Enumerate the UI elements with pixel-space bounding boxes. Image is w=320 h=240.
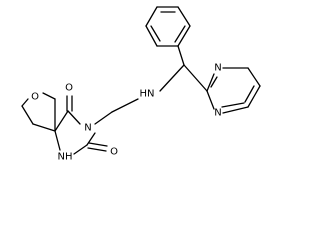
bond <box>86 132 96 146</box>
bond <box>94 111 113 125</box>
bond <box>67 110 81 125</box>
bond <box>177 6 191 27</box>
bond <box>21 98 29 107</box>
bond <box>221 102 245 108</box>
atom-n-pyrimidine-top: N <box>214 63 221 74</box>
atom-o-carbonyl-lower: O <box>110 147 118 158</box>
bond <box>21 105 34 125</box>
bond <box>247 67 261 87</box>
bond <box>145 6 158 27</box>
atom-n-pyrimidine-bottom: N <box>214 108 221 119</box>
atom-o-ring: O <box>31 92 39 103</box>
bond <box>88 142 108 147</box>
bond <box>145 25 158 47</box>
bond <box>206 73 215 92</box>
atom-n-imide: N <box>84 123 91 134</box>
molecule-diagram: O O O N NH HN N N <box>21 6 261 163</box>
bond <box>222 106 249 114</box>
bond <box>32 123 56 132</box>
bond <box>111 98 139 113</box>
bond <box>87 147 107 152</box>
atom-nh-ring: NH <box>58 152 73 163</box>
bond <box>54 110 69 132</box>
bond <box>159 64 185 92</box>
bond <box>210 76 218 88</box>
bond <box>54 130 61 151</box>
bond <box>183 64 208 92</box>
atom-hn-amine: HN <box>140 89 155 100</box>
bond <box>73 144 88 155</box>
atom-labels: O O O N NH HN N N <box>31 63 222 163</box>
bond <box>206 90 215 110</box>
bond <box>177 45 185 66</box>
bonds <box>21 6 261 155</box>
bond <box>247 85 261 108</box>
bond <box>42 92 56 100</box>
bond <box>174 25 186 43</box>
bond <box>150 25 161 42</box>
atom-o-carbonyl-upper: O <box>65 83 73 94</box>
bond <box>177 25 191 47</box>
bond <box>244 85 255 103</box>
